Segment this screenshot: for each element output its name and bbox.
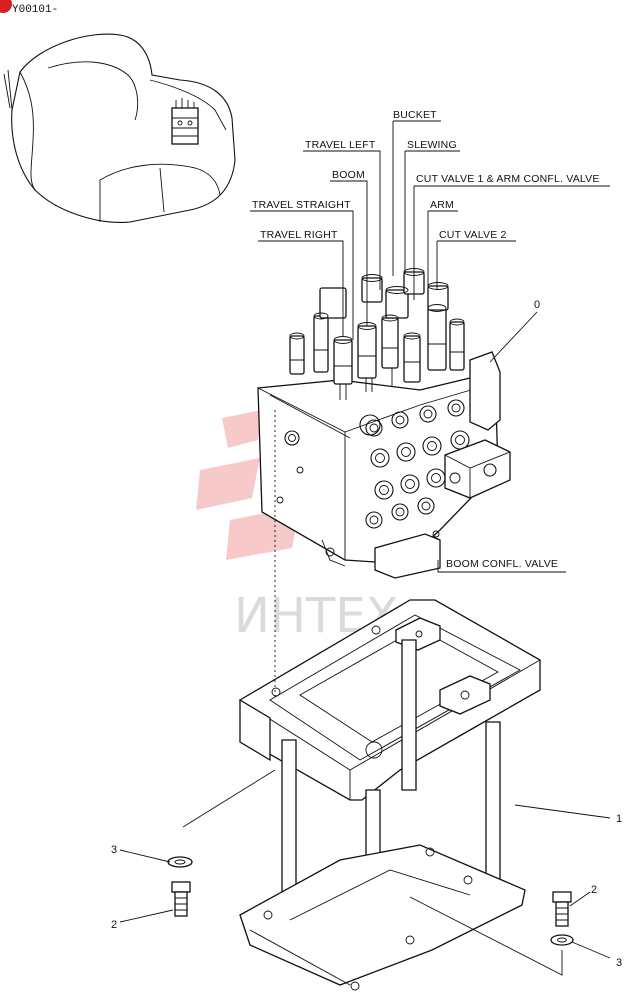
label-leaders <box>250 120 610 573</box>
label-boom-confl-valve: BOOM CONFL. VALVE <box>446 558 558 570</box>
callout-bolt-right: 2 <box>591 884 597 896</box>
callout-bolt-left: 2 <box>111 919 117 931</box>
label-cut-valve-1: CUT VALVE 1 & ARM CONFL. VALVE <box>416 173 600 185</box>
machine-thumbnail <box>3 33 236 223</box>
washer-right <box>550 934 574 946</box>
label-slewing: SLEWING <box>407 139 457 151</box>
control-valve-assembly <box>257 268 511 579</box>
mounting-bracket <box>239 599 541 991</box>
callout-bracket: 1 <box>616 813 622 825</box>
label-bucket: BUCKET <box>393 109 437 121</box>
bolt-left <box>171 881 191 917</box>
diagram-code: Y00101- <box>12 4 58 16</box>
label-travel-straight: TRAVEL STRAIGHT <box>252 199 351 211</box>
label-travel-left: TRAVEL LEFT <box>305 139 376 151</box>
label-boom: BOOM <box>332 169 365 181</box>
washer-left <box>167 856 193 868</box>
bolt-right <box>552 891 572 927</box>
corner-badge <box>0 0 12 13</box>
callout-main-valve: 0 <box>534 299 540 311</box>
label-arm: ARM <box>430 199 454 211</box>
callout-washer-left: 3 <box>111 844 117 856</box>
label-travel-right: TRAVEL RIGHT <box>260 229 338 241</box>
label-cut-valve-2: CUT VALVE 2 <box>439 229 507 241</box>
callout-washer-right: 3 <box>616 957 622 969</box>
callout-leaders <box>119 769 611 976</box>
